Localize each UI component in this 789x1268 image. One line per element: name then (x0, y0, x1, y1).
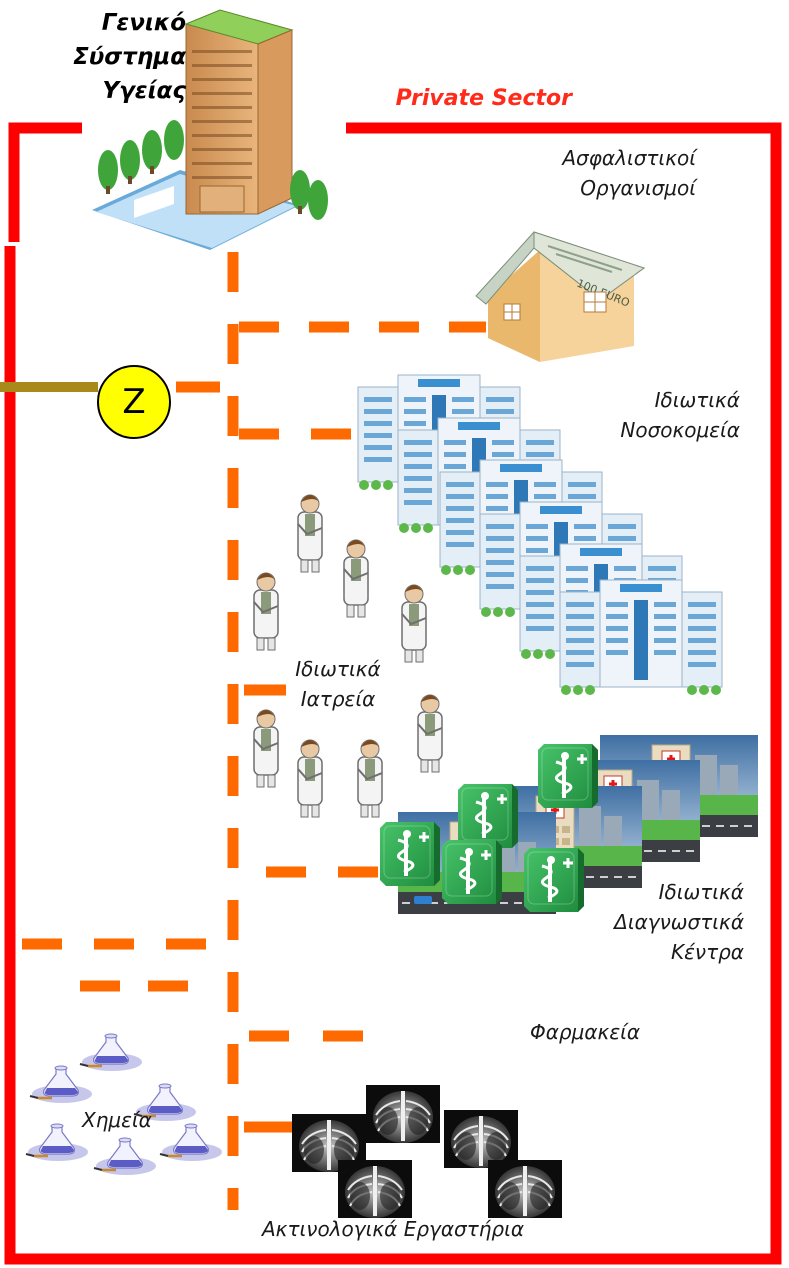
private-sector-border (4, 122, 782, 1265)
money-house-icon: 100 EURO (475, 231, 646, 362)
insurance-label-line: Οργανισμοί (580, 176, 696, 200)
clinics-label: Ιδιωτικά Ιατρεία (278, 654, 398, 714)
diagnostic-centers-label: Ιδιωτικά Διαγνωστικά Κέντρα (560, 877, 744, 967)
hospitals-label: Ιδιωτικά Νοσοκομεία (560, 385, 740, 445)
public-system-title: Γενικό Σύστημα Υγείας (0, 6, 186, 108)
insurance-label-line: Ασφαλιστικοί (562, 146, 696, 170)
hospitals-label-line: Ιδιωτικά (654, 388, 740, 412)
radiology-label: Ακτινολογικά Εργαστήρια (262, 1217, 525, 1241)
public-system-title-line: Σύστημα (73, 44, 186, 70)
public-system-title-line: Υγείας (102, 78, 186, 104)
public-system-title-line: Γενικό (101, 10, 186, 36)
clinics-label-line: Ιδιωτικά (295, 657, 381, 681)
insurance-label: Ασφαλιστικοί Οργανισμοί (480, 143, 696, 203)
diagnostic-centers-label-line: Κέντρα (670, 940, 744, 964)
diagnostic-centers-label-line: Διαγνωστικά (614, 910, 744, 934)
hospitals-label-line: Νοσοκομεία (620, 418, 740, 442)
chemistry-label: Χημεία (82, 1108, 152, 1132)
connector-dashes (22, 252, 486, 1210)
pharmacies-label: Φαρμακεία (530, 1020, 641, 1044)
z-connector-node: Z (97, 365, 171, 439)
diagnostic-centers-label-line: Ιδιωτικά (658, 880, 744, 904)
public-hospital-tower-icon (92, 9, 328, 250)
clinics-label-line: Ιατρεία (300, 687, 376, 711)
xray-icon (290, 1083, 564, 1220)
private-sector-title: Private Sector (395, 86, 572, 111)
